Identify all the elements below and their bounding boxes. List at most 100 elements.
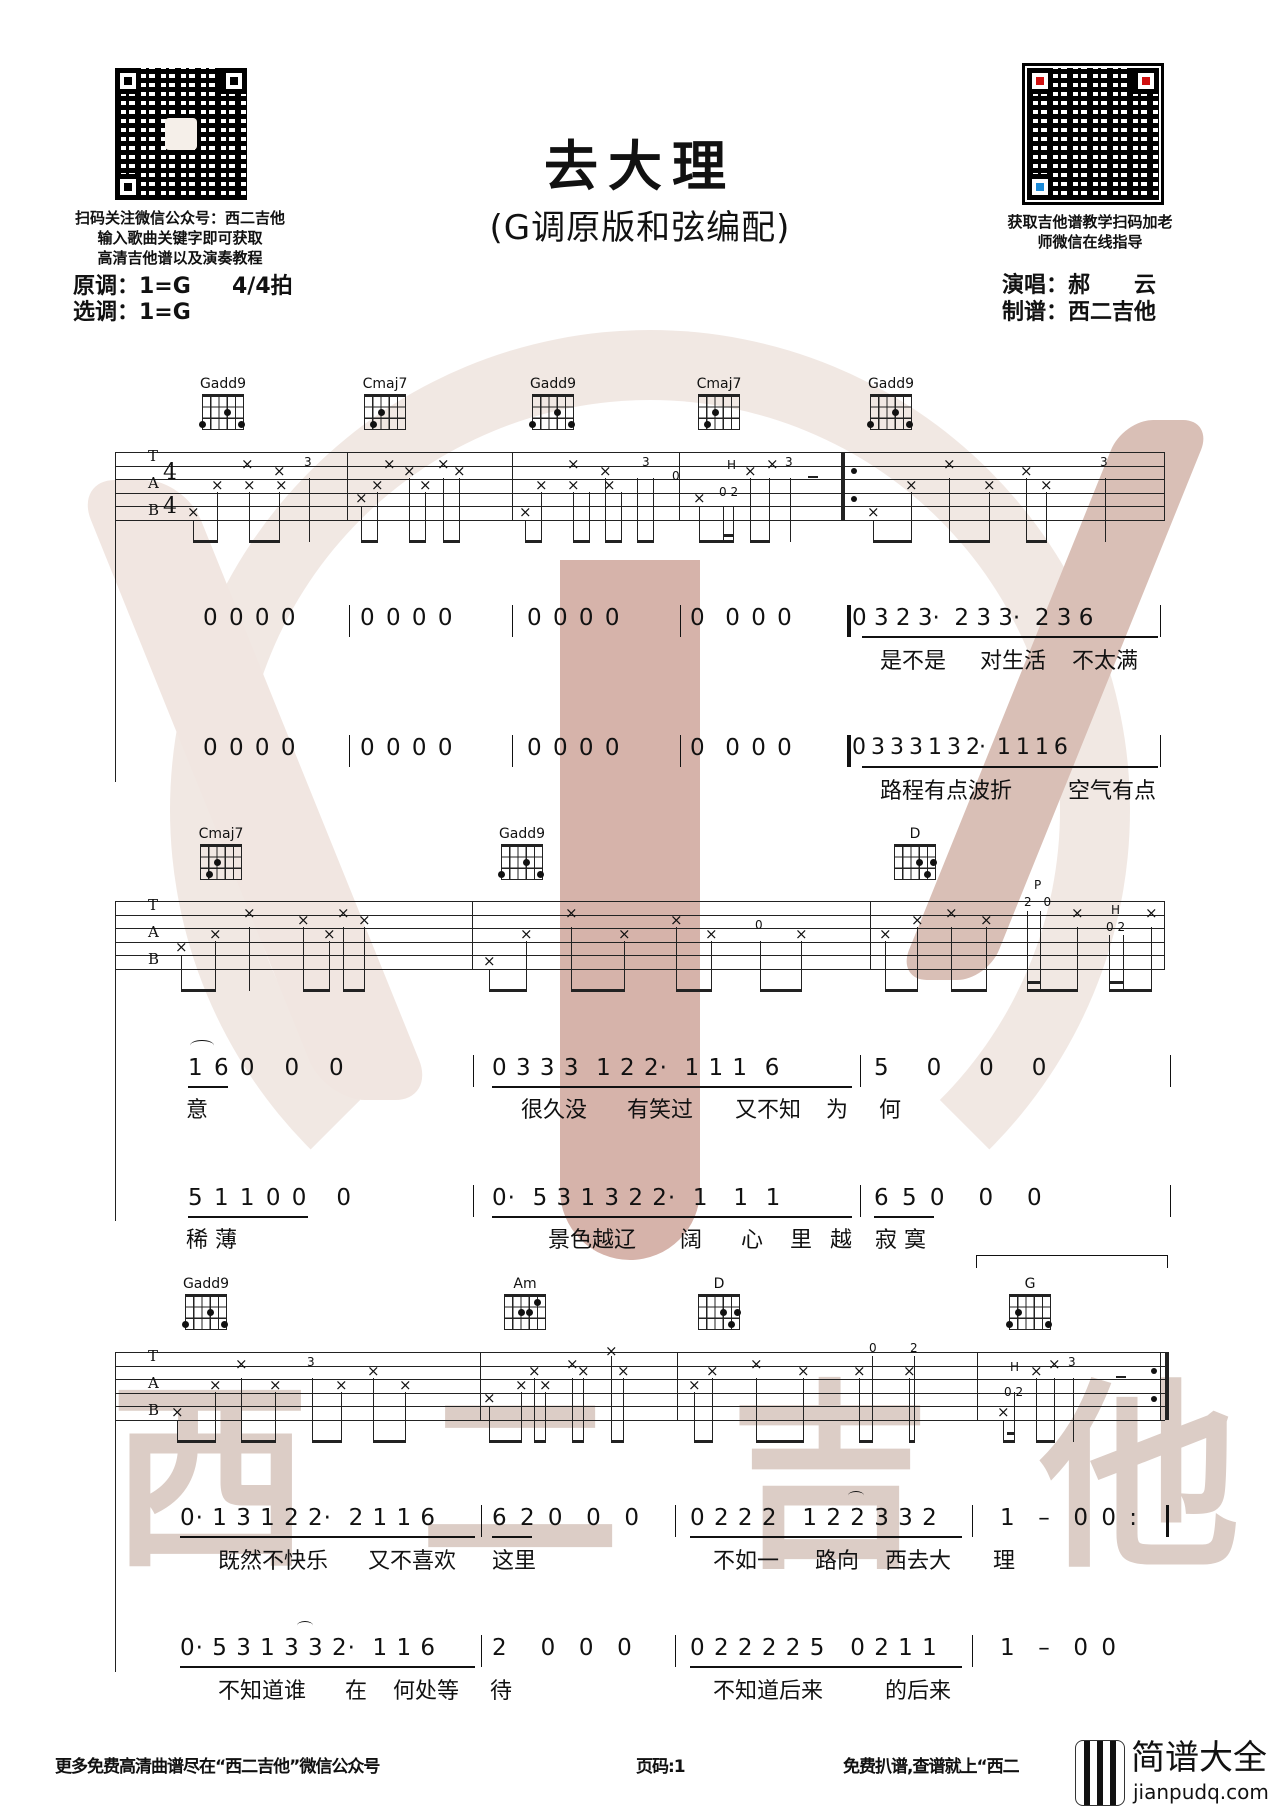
song-title: 去大理 [544, 135, 736, 198]
chord-diagram: Gadd9 [497, 826, 547, 880]
measure-notes: 0 0 0 0 [527, 605, 622, 631]
tie-arc [297, 1621, 313, 1630]
lyric: 为 [826, 1098, 849, 1123]
system-bracket [115, 1352, 117, 1672]
tie-arc [190, 1040, 214, 1051]
measure-notes: 6 5 0 0 0 [874, 1185, 1045, 1211]
lyric: 不如一 [713, 1549, 780, 1574]
lyric: 是不是 [880, 649, 947, 674]
fret-number: 3 [307, 1355, 315, 1369]
chord-name: D [909, 826, 921, 842]
measure-notes: 0 2 2 2 2 5 0 2 1 1 [690, 1635, 938, 1661]
tie-arc [848, 1491, 864, 1500]
right-qr-code[interactable] [1022, 63, 1164, 205]
tab-clef-a: A [148, 474, 159, 492]
fret-number: 3 [304, 455, 312, 469]
fret-number: 0 [869, 1341, 877, 1355]
lyric: 里 [790, 1228, 813, 1253]
piano-keys-icon [1075, 1740, 1125, 1806]
lyric: 既然不快乐 [218, 1549, 329, 1574]
chord-diagram: Gadd9 [866, 376, 916, 430]
lyric: 何处等 [393, 1679, 460, 1704]
transcriber: 制谱：西二吉他 [1002, 300, 1157, 325]
chord-diagram: Gadd9 [198, 376, 248, 430]
fret-number: 3 [1100, 455, 1108, 469]
chord-name: Gadd9 [199, 376, 247, 392]
lyric: 有笑过 [627, 1098, 694, 1123]
measure-notes: 2 0 0 0 [492, 1635, 635, 1661]
lyric: 不知道谁 [218, 1679, 307, 1704]
chord-diagram: Cmaj7 [360, 376, 410, 430]
measure-notes: 0 0 0 0 [690, 605, 794, 631]
fret-number: 3 [785, 455, 793, 469]
chord-diagram: D [890, 826, 940, 880]
measure-notes: 0 0 0 0 [360, 605, 455, 631]
chord-name: Cmaj7 [362, 376, 408, 392]
measure-notes: 0· 5 3 1 3 2 2· 1 1 1 [492, 1185, 782, 1211]
measure-notes: 5 1 1 0 0 0 [188, 1185, 353, 1211]
caption-line: 获取吉他谱教学扫码加老 [1007, 213, 1173, 231]
measure-notes: 0 3 3 3 1 2 2· 1 1 1 6 [492, 1055, 781, 1081]
technique-mark: H [1010, 1360, 1020, 1374]
chord-diagram: Gadd9 [181, 1276, 231, 1330]
rest-dash [1116, 1376, 1126, 1378]
lyric: 又不知 [735, 1098, 802, 1123]
lyric: 意 [186, 1098, 209, 1123]
rest-dash [808, 476, 818, 478]
measure-notes: 1 – 0 0 : [1000, 1505, 1141, 1531]
system-bracket [115, 452, 117, 782]
singer: 演唱：郝 云 [1002, 273, 1157, 298]
volta-bracket [976, 1255, 1168, 1268]
chord-diagram: Am [500, 1276, 550, 1330]
chord-name: Gadd9 [182, 1276, 230, 1292]
chord-diagram: Cmaj7 [196, 826, 246, 880]
measure-notes: 0 3 3 3 1 3 2· 1 1 1 6 [852, 735, 1068, 760]
chord-diagram: G [1005, 1276, 1055, 1330]
lyric: 不知道后来 [713, 1679, 824, 1704]
watermark-text: 西二吉他 [110, 1363, 1280, 1596]
measure-notes: 0 0 0 0 [203, 735, 298, 761]
page-number: 页码:1 [636, 1757, 686, 1777]
measure-notes: 1 6 0 0 0 [188, 1055, 346, 1081]
lyric: 理 [993, 1549, 1016, 1574]
left-qr-code[interactable] [115, 68, 247, 200]
caption-line: 高清吉他谱以及演奏教程 [97, 249, 263, 267]
measure-notes: 0 0 0 0 [527, 735, 622, 761]
jianpudq-logo[interactable]: 简谱大全 jianpudq.com [1073, 1738, 1280, 1810]
original-key: 原调：1=G [73, 274, 191, 299]
lyric: 西去大 [885, 1549, 952, 1574]
lyric: 又不喜欢 [368, 1549, 457, 1574]
logo-url-text: jianpudq.com [1133, 1780, 1269, 1804]
lyric: 寂 寞 [875, 1228, 926, 1253]
tab-clef-b: B [148, 501, 160, 519]
footer-promo-left: 更多免费高清曲谱尽在“西二吉他”微信公众号 [55, 1757, 380, 1777]
chord-name: Cmaj7 [696, 376, 742, 392]
lyric: 景色越辽 [548, 1228, 637, 1253]
repeat-dot [851, 496, 857, 502]
measure-notes: 6 2 0 0 0 [492, 1505, 643, 1531]
lyric: 稀 薄 [186, 1228, 237, 1253]
lyric: 路程有点波折 [880, 779, 1013, 804]
technique-mark: P [1034, 878, 1042, 892]
lyric: 路向 [815, 1549, 860, 1574]
measure-notes: 0 0 0 0 [360, 735, 455, 761]
logo-cn-text: 简谱大全 [1131, 1738, 1267, 1778]
fret-number: 3 [642, 455, 650, 469]
measure-notes: 0· 1 3 1 2 2· 2 1 1 6 [180, 1505, 437, 1531]
lyric: 很久没 [521, 1098, 588, 1123]
fret-number: 2 [910, 1341, 918, 1355]
chord-diagram: Gadd9 [528, 376, 578, 430]
lyric: 不太满 [1072, 649, 1139, 674]
chord-name: Gadd9 [498, 826, 546, 842]
caption-line: 输入歌曲关键字即可获取 [97, 229, 263, 247]
caption-line: 扫码关注微信公众号：西二吉他 [74, 209, 285, 227]
chord-diagram: D [694, 1276, 744, 1330]
caption-line: 师微信在线指导 [1037, 233, 1143, 251]
